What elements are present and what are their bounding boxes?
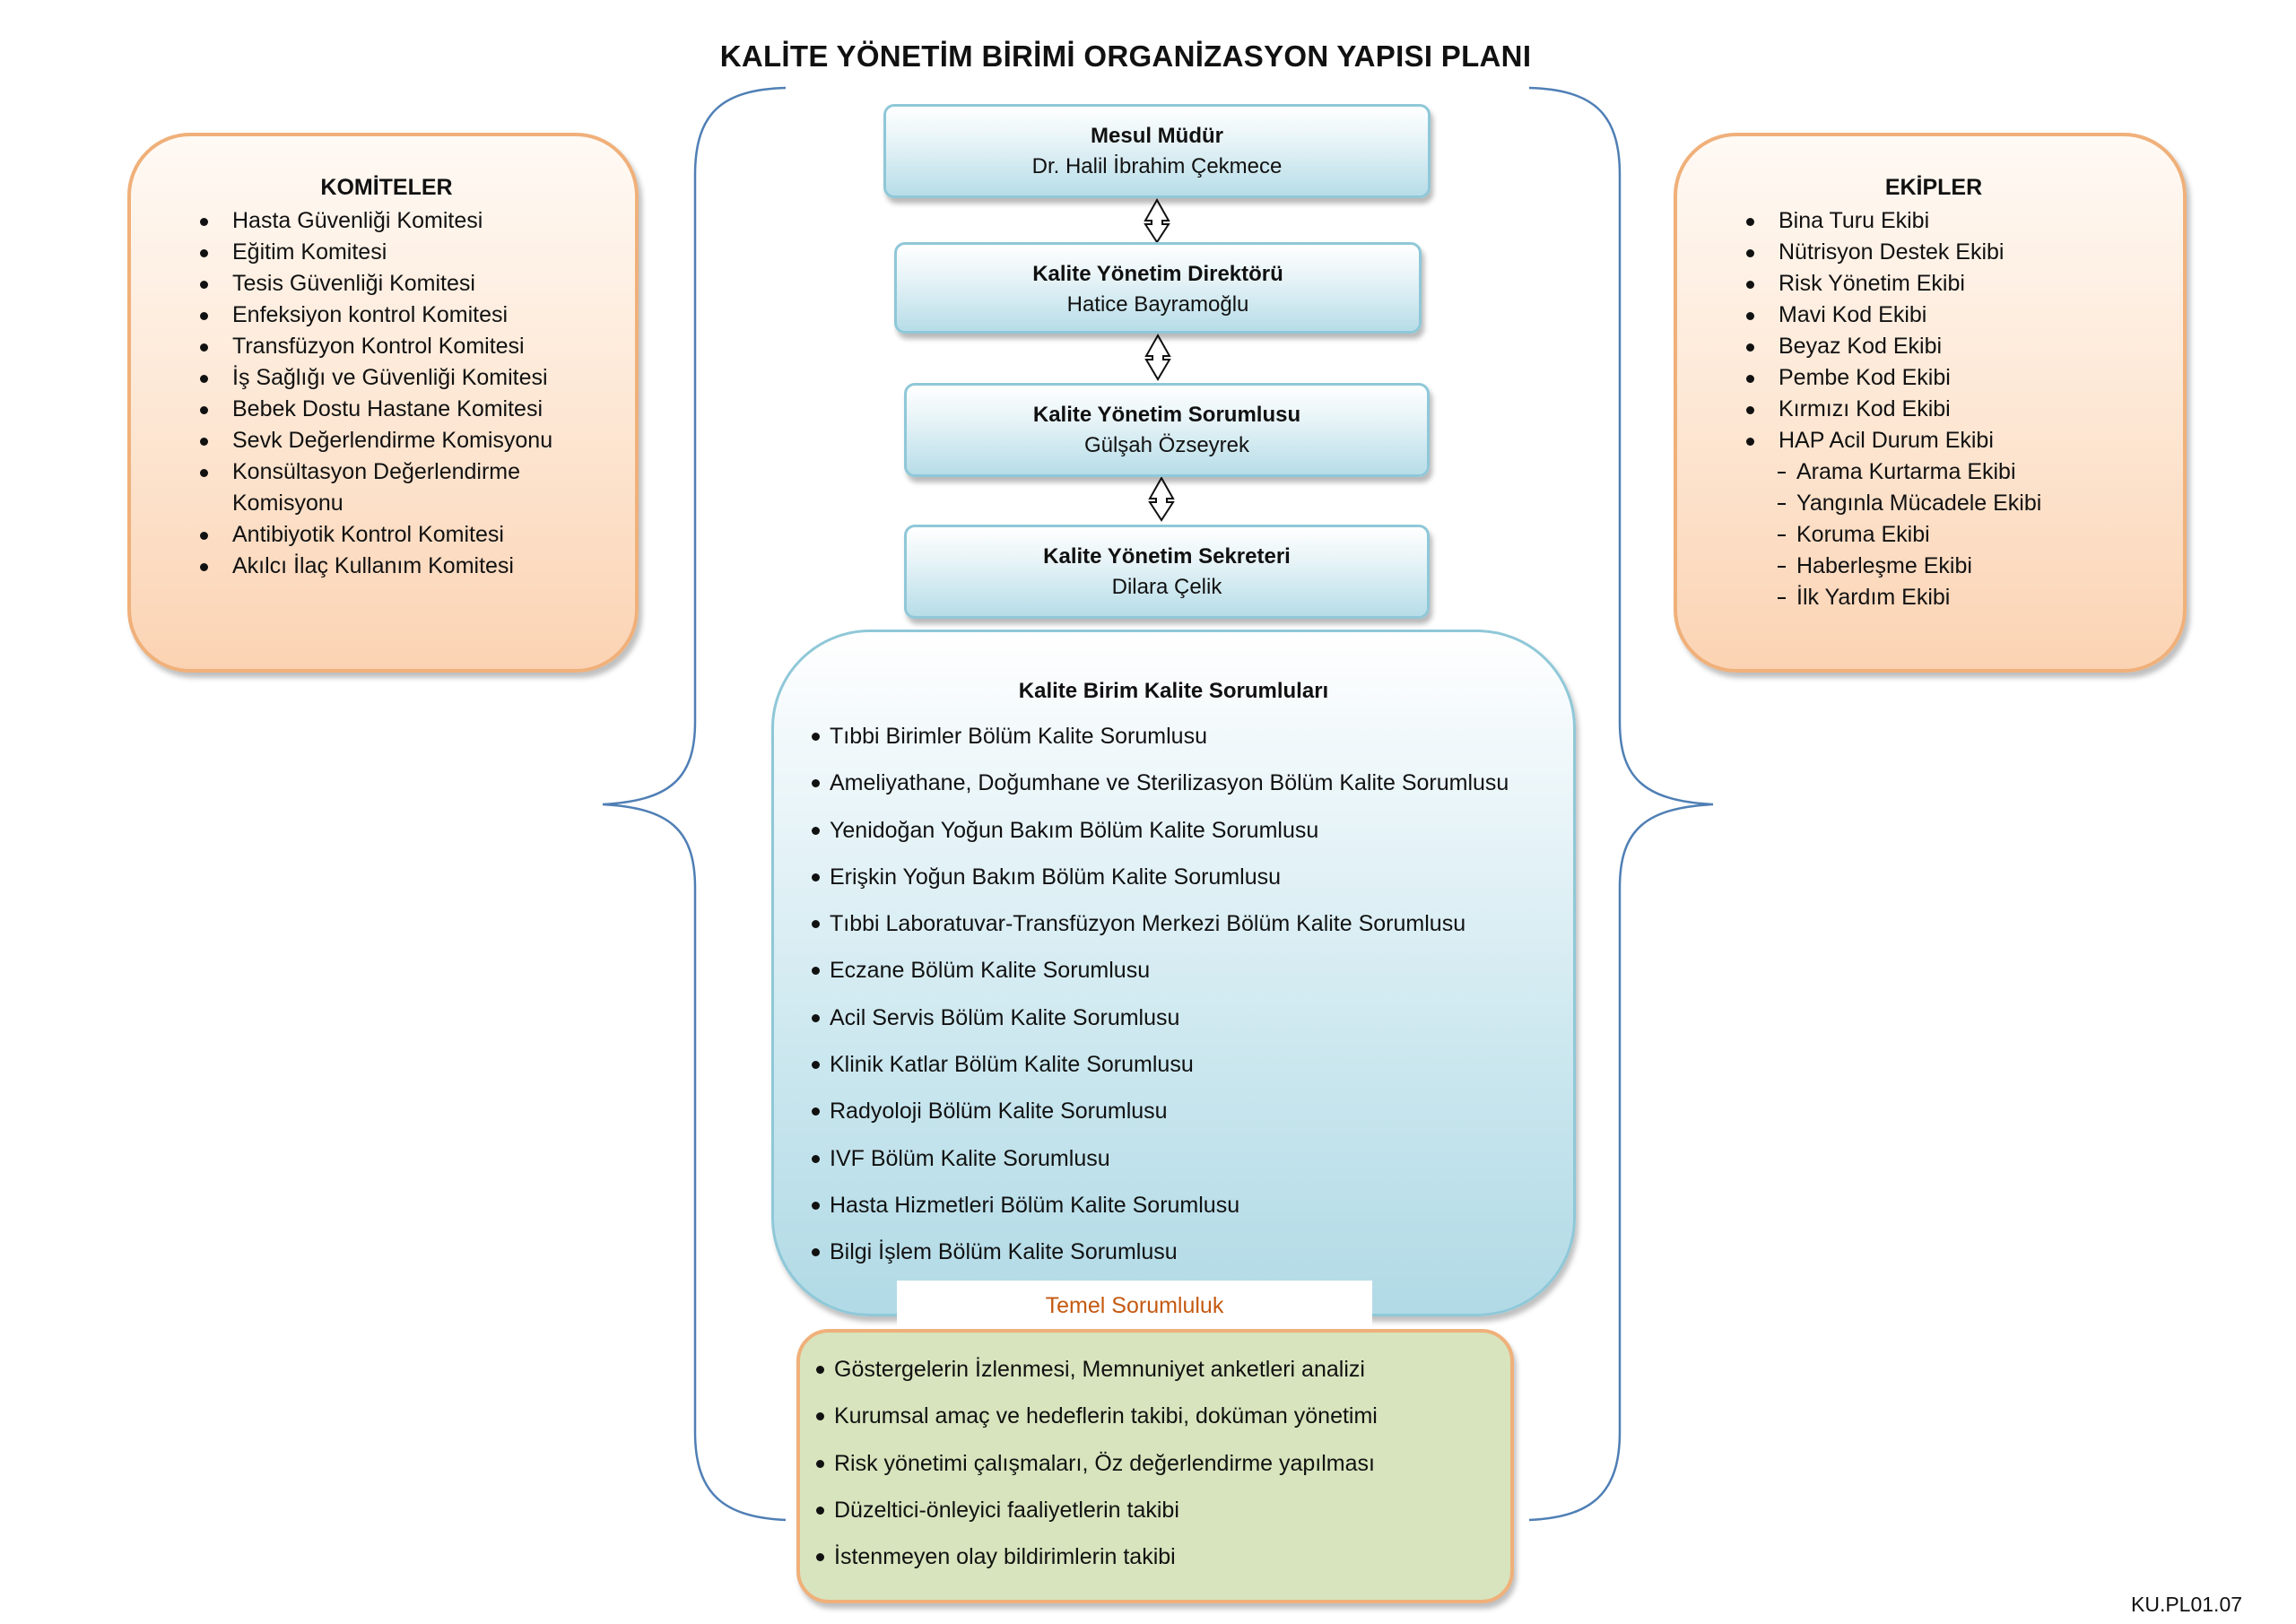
position-role: Kalite Yönetim Sorumlusu xyxy=(1032,403,1301,427)
list-item: Nütrisyon Destek Ekibi xyxy=(1713,237,2183,268)
sub-list-item: Arama Kurtarma Ekibi xyxy=(1713,456,2183,488)
list-item: Hasta Güvenliği Komitesi xyxy=(167,205,635,237)
committees-list: Hasta Güvenliği Komitesi Eğitim Komitesi… xyxy=(167,205,635,582)
sub-list-item: İlk Yardım Ekibi xyxy=(1713,582,2183,613)
list-item: Kurumsal amaç ve hedeflerin takibi, dokü… xyxy=(800,1401,1510,1447)
list-item: Risk yönetimi çalışmaları, Öz değerlendi… xyxy=(800,1448,1510,1495)
list-item: Sevk Değerlendirme Komisyonu xyxy=(167,425,635,456)
double-arrow-icon xyxy=(1148,475,1175,522)
core-responsibility-label: Temel Sorumluluk xyxy=(897,1281,1372,1331)
position-box-kalite-sekreteri: Kalite Yönetim Sekreteri Dilara Çelik xyxy=(904,525,1430,619)
list-item: Beyaz Kod Ekibi xyxy=(1713,331,2183,362)
list-item: Tıbbi Birimler Bölüm Kalite Sorumlusu xyxy=(774,721,1573,768)
list-item: Göstergelerin İzlenmesi, Memnuniyet anke… xyxy=(800,1354,1510,1401)
left-brace xyxy=(602,86,787,1522)
units-list: Tıbbi Birimler Bölüm Kalite Sorumlusu Am… xyxy=(774,721,1573,1284)
sub-list-item: Koruma Ekibi xyxy=(1713,519,2183,551)
list-item: Eczane Bölüm Kalite Sorumlusu xyxy=(774,955,1573,1002)
list-item: Risk Yönetim Ekibi xyxy=(1713,268,2183,300)
list-item: Tıbbi Laboratuvar-Transfüzyon Merkezi Bö… xyxy=(774,908,1573,955)
double-arrow-icon xyxy=(1144,333,1171,381)
document-code: KU.PL01.07 xyxy=(2131,1593,2243,1616)
list-item: Radyoloji Bölüm Kalite Sorumlusu xyxy=(774,1096,1573,1142)
list-item: Akılcı İlaç Kullanım Komitesi xyxy=(167,551,635,582)
double-arrow-icon xyxy=(1144,197,1170,244)
list-item: Enfeksiyon kontrol Komitesi xyxy=(167,300,635,331)
core-responsibility-box: Göstergelerin İzlenmesi, Memnuniyet anke… xyxy=(796,1329,1514,1603)
list-item: Acil Servis Bölüm Kalite Sorumlusu xyxy=(774,1003,1573,1049)
list-item: IVF Bölüm Kalite Sorumlusu xyxy=(774,1143,1573,1190)
list-item: İstenmeyen olay bildirimlerin takibi xyxy=(800,1541,1510,1588)
teams-header: EKİPLER xyxy=(1884,175,1983,200)
list-item: Tesis Güvenliği Komitesi xyxy=(167,268,635,300)
units-header: Kalite Birim Kalite Sorumluları xyxy=(1018,679,1329,703)
committees-header: KOMİTELER xyxy=(320,175,453,200)
position-name: Dilara Çelik xyxy=(1111,575,1222,599)
position-name: Hatice Bayramoğlu xyxy=(1066,292,1249,317)
list-item: Erişkin Yoğun Bakım Bölüm Kalite Sorumlu… xyxy=(774,862,1573,908)
position-name: Gülşah Özseyrek xyxy=(1083,433,1250,457)
sub-list-item: Yangınla Mücadele Ekibi xyxy=(1713,488,2183,519)
list-item: Konsültasyon Değerlendirme Komisyonu xyxy=(167,456,573,519)
list-item: Mavi Kod Ekibi xyxy=(1713,300,2183,331)
list-item: Bebek Dostu Hastane Komitesi xyxy=(167,394,635,425)
unit-quality-officers-box: Kalite Birim Kalite Sorumluları Tıbbi Bi… xyxy=(771,630,1576,1316)
list-item: Antibiyotik Kontrol Komitesi xyxy=(167,519,635,551)
right-brace xyxy=(1528,86,1714,1522)
position-role: Kalite Yönetim Sekreteri xyxy=(1043,544,1291,569)
position-box-kalite-sorumlusu: Kalite Yönetim Sorumlusu Gülşah Özseyrek xyxy=(904,383,1430,477)
responsibility-list: Göstergelerin İzlenmesi, Memnuniyet anke… xyxy=(800,1354,1510,1588)
sub-list-item: Haberleşme Ekibi xyxy=(1713,551,2183,582)
position-role: Mesul Müdür xyxy=(1091,124,1223,148)
list-item: HAP Acil Durum Ekibi xyxy=(1713,425,2183,456)
teams-box: EKİPLER Bina Turu Ekibi Nütrisyon Destek… xyxy=(1674,133,2187,673)
list-item: İş Sağlığı ve Güvenliği Komitesi xyxy=(167,362,635,394)
list-item: Bilgi İşlem Bölüm Kalite Sorumlusu xyxy=(774,1237,1573,1283)
list-item: Hasta Hizmetleri Bölüm Kalite Sorumlusu xyxy=(774,1190,1573,1237)
list-item: Pembe Kod Ekibi xyxy=(1713,362,2183,394)
list-item: Düzeltici-önleyici faaliyetlerin takibi xyxy=(800,1495,1510,1541)
list-item: Kırmızı Kod Ekibi xyxy=(1713,394,2183,425)
page-title: KALİTE YÖNETİM BİRİMİ ORGANİZASYON YAPIS… xyxy=(719,39,1532,73)
list-item: Eğitim Komitesi xyxy=(167,237,635,268)
list-item: Ameliyathane, Doğumhane ve Sterilizasyon… xyxy=(774,768,1573,814)
list-item: Klinik Katlar Bölüm Kalite Sorumlusu xyxy=(774,1049,1573,1096)
position-role: Kalite Yönetim Direktörü xyxy=(1032,262,1283,286)
position-box-kalite-direktoru: Kalite Yönetim Direktörü Hatice Bayramoğ… xyxy=(894,242,1422,334)
committees-box: KOMİTELER Hasta Güvenliği Komitesi Eğiti… xyxy=(127,133,639,673)
list-item: Bina Turu Ekibi xyxy=(1713,205,2183,237)
list-item: Yenidoğan Yoğun Bakım Bölüm Kalite Sorum… xyxy=(774,815,1573,862)
position-box-mesul-mudur: Mesul Müdür Dr. Halil İbrahim Çekmece xyxy=(883,104,1431,198)
position-name: Dr. Halil İbrahim Çekmece xyxy=(1031,154,1283,178)
teams-list: Bina Turu Ekibi Nütrisyon Destek Ekibi R… xyxy=(1713,205,2183,613)
list-item: Transfüzyon Kontrol Komitesi xyxy=(167,331,635,362)
